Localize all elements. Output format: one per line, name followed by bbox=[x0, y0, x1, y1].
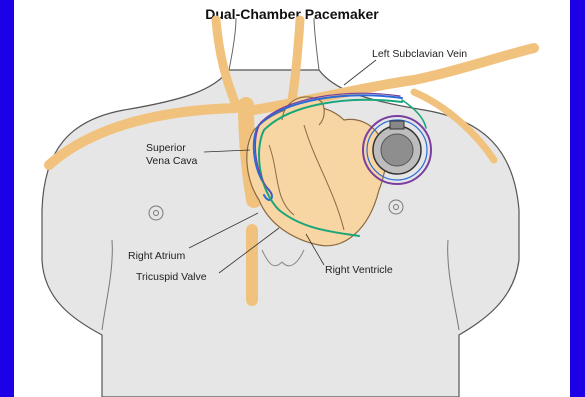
label-superior-vena-cava-line2: Vena Cava bbox=[146, 155, 197, 167]
label-superior-vena-cava-line1: Superior bbox=[146, 142, 186, 154]
pacemaker-illustration bbox=[14, 0, 570, 397]
diagram-frame: Dual-Chamber Pacemaker bbox=[14, 0, 570, 397]
label-right-ventricle: Right Ventricle bbox=[325, 264, 393, 276]
label-tricuspid-valve: Tricuspid Valve bbox=[136, 271, 207, 283]
label-left-subclavian-vein: Left Subclavian Vein bbox=[372, 48, 467, 60]
label-right-atrium: Right Atrium bbox=[128, 250, 185, 262]
neck bbox=[229, 18, 319, 70]
